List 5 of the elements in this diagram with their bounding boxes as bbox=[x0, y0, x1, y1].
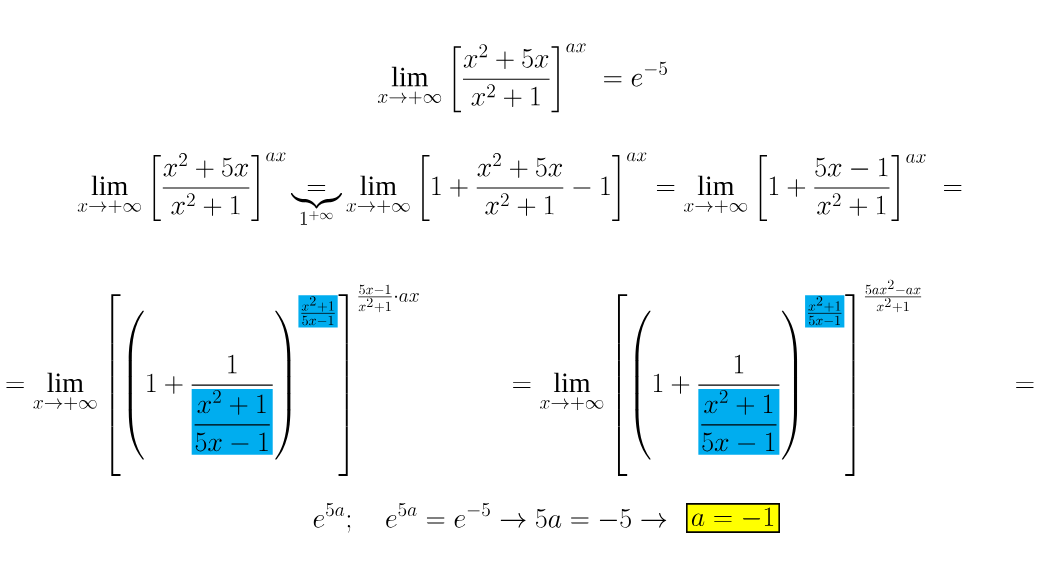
equation: $=\lim_{x\to+\infty}\left[\left(1+\frac{1}{\colorbox{cyan}{$\displaystyle\frac{x^2+1}{5x-1}$}}\right)^{\colorbox{cyan}{$\scriptstyle\frac{x^2+1}{5x-1}$}}\right]^{\frac{5x-1}{x^2+1}\cdot ax}\qquad\quad=\lim_{x\to+\infty}\left[\left(1+\frac{1}{\colorbox{cyan}{$\displaystyle\frac{x^2+1}{5x-1}$}}\right)^{\colorbox{cyan}{$\scriptstyle\frac{x^2+1}{5x-1}$}}\right]^{\frac{5ax^2-ax}{x^2+1}}\qquad\quad=$ bbox=[6, 279, 1034, 476]
equation: $e^{5a};\quad e^{5a}=e^{-5}\to 5a=-5\to$ bbox=[313, 502, 667, 533]
equation: $\lim_{x\to+\infty}\left[\frac{x^2+5x}{x^2+1}\right]^{ax}\;=e^{-5}$ bbox=[377, 43, 667, 113]
equation: $\lim_{x\to+\infty}\left[\frac{x^2+5x}{x^2+1}\right]^{ax}\underset{1^{+\infty}}{\underbrace{=}}\lim_{x\to+\infty}\left[1+\frac{x^2+5x}{x^2+1}-1\right]^{ax}=\lim_{x\to+\infty}\left[1+\frac{5x-1}{x^2+1}\right]^{ax}\;=$ bbox=[77, 152, 962, 225]
answer-box: $a=-1$ bbox=[686, 503, 780, 533]
